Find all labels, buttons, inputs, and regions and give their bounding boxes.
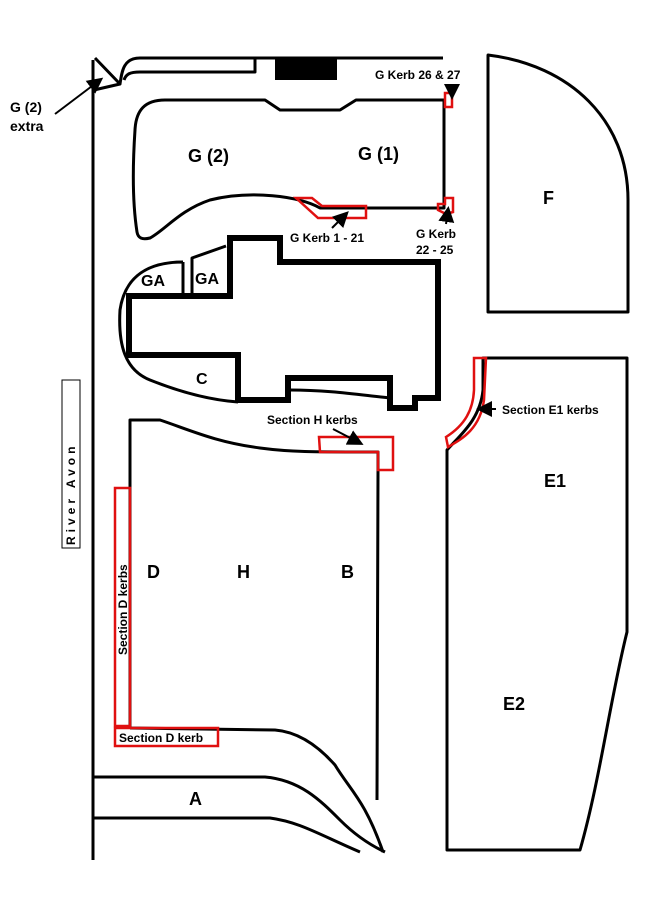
arrow-g2-extra	[54, 77, 104, 115]
section-a-outline	[93, 775, 386, 854]
annotation-g-kerb-26-27: G Kerb 26 & 27	[375, 68, 461, 82]
annotation-g-kerb-22-25-1: G Kerb	[416, 227, 456, 241]
building	[126, 235, 441, 411]
label-d: D	[147, 562, 160, 582]
section-d-kerbs	[113, 486, 132, 728]
section-e-outline	[445, 356, 629, 852]
label-ga-1: GA	[141, 273, 165, 290]
annotation-section-e1-kerbs: Section E1 kerbs	[502, 403, 599, 417]
label-ga-2: GA	[195, 271, 219, 288]
g-kerb-1-21	[292, 196, 368, 220]
annotation-section-h-kerbs: Section H kerbs	[267, 413, 358, 427]
label-a: A	[189, 789, 202, 809]
river-label-box	[61, 379, 81, 549]
annotation-section-d-kerbs: Section D kerbs	[116, 564, 130, 655]
label-f: F	[543, 188, 554, 208]
arrow-g-kerb-22-25	[438, 206, 455, 225]
label-b: B	[341, 562, 354, 582]
arrow-g-kerb-1-21	[331, 211, 349, 229]
annotation-g2-extra-2: extra	[10, 118, 44, 134]
label-e2: E2	[503, 694, 525, 714]
annotation-g2-extra-1: G (2)	[10, 99, 42, 115]
g-kerb-26-27	[443, 91, 454, 109]
section-d-kerb	[113, 726, 220, 748]
label-h: H	[237, 562, 250, 582]
annotation-section-d-kerb: Section D kerb	[119, 731, 203, 745]
arrow-section-h	[332, 428, 364, 445]
section-h-kerbs	[317, 435, 395, 472]
label-c: C	[196, 371, 208, 388]
river-label: River Avon	[64, 443, 78, 545]
section-hbd-outline	[128, 418, 385, 853]
label-e1: E1	[544, 471, 566, 491]
section-f-outline	[486, 53, 630, 314]
section-c-ga-outline	[118, 244, 391, 404]
annotation-g-kerb-22-25-2: 22 - 25	[416, 243, 454, 257]
black-block	[275, 58, 337, 80]
label-g2: G (2)	[188, 146, 229, 166]
annotation-g-kerb-1-21: G Kerb 1 - 21	[290, 231, 364, 245]
section-g-outline	[131, 98, 446, 241]
label-g1: G (1)	[358, 144, 399, 164]
